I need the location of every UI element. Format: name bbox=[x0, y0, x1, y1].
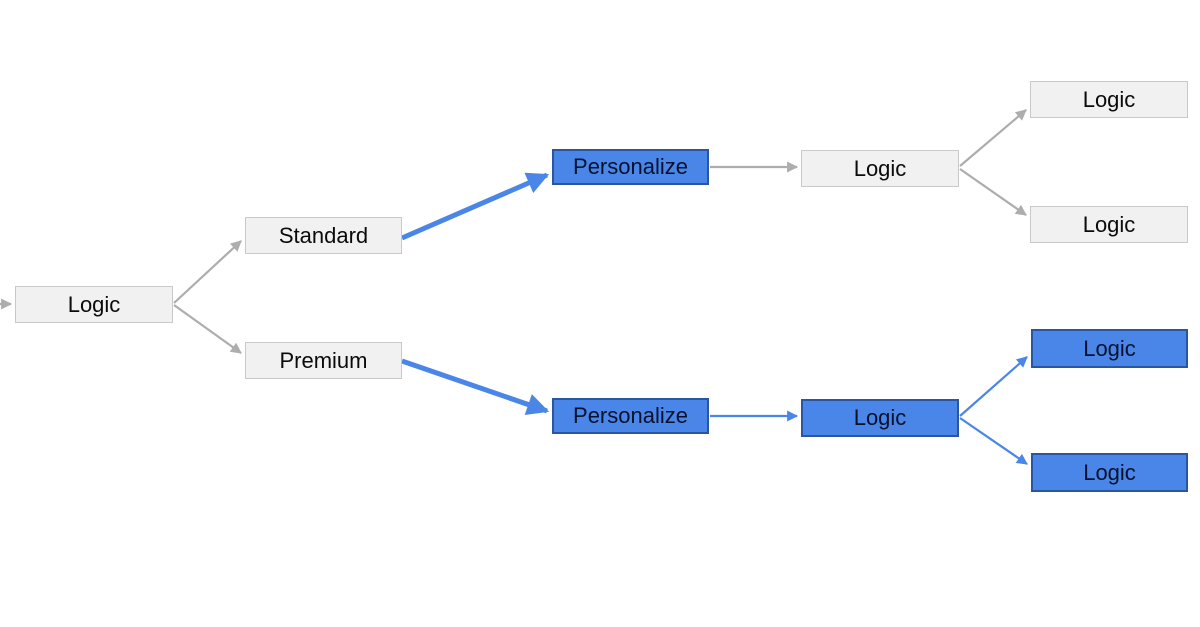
node-logic-top-right-2[interactable]: Logic bbox=[1030, 206, 1188, 243]
edge-root-to-standard bbox=[173, 240, 242, 304]
node-label: Standard bbox=[278, 222, 369, 248]
edge-logic-top-to-out-2 bbox=[959, 168, 1027, 216]
edge-premium-to-personalize bbox=[401, 358, 550, 415]
edge-logic-bot-to-out-1 bbox=[959, 356, 1028, 417]
node-personalize-top[interactable]: Personalize bbox=[552, 149, 709, 185]
node-logic-top-mid[interactable]: Logic bbox=[801, 150, 959, 187]
node-label: Personalize bbox=[573, 403, 688, 428]
edge-standard-to-personalize bbox=[401, 172, 550, 241]
node-label: Logic bbox=[853, 405, 907, 430]
node-personalize-bottom[interactable]: Personalize bbox=[552, 398, 709, 434]
node-logic-bottom-right-2[interactable]: Logic bbox=[1031, 453, 1188, 492]
node-label: Logic bbox=[1083, 459, 1136, 485]
edge-logic-bot-to-out-2 bbox=[959, 417, 1028, 465]
node-label: Logic bbox=[67, 291, 121, 317]
node-logic-bottom-right-1[interactable]: Logic bbox=[1031, 329, 1188, 368]
node-logic-root[interactable]: Logic bbox=[15, 286, 173, 323]
edge-root-to-premium bbox=[173, 304, 242, 354]
node-label: Personalize bbox=[573, 154, 688, 179]
edge-logic-top-to-out-1 bbox=[959, 109, 1027, 167]
node-label: Logic bbox=[1082, 211, 1136, 237]
node-label: Logic bbox=[1083, 335, 1136, 361]
node-label: Premium bbox=[279, 347, 368, 373]
node-standard[interactable]: Standard bbox=[245, 217, 402, 254]
node-premium[interactable]: Premium bbox=[245, 342, 402, 379]
node-label: Logic bbox=[1082, 86, 1136, 112]
node-logic-bottom-mid[interactable]: Logic bbox=[801, 399, 959, 437]
node-logic-top-right-1[interactable]: Logic bbox=[1030, 81, 1188, 118]
node-label: Logic bbox=[853, 155, 907, 181]
